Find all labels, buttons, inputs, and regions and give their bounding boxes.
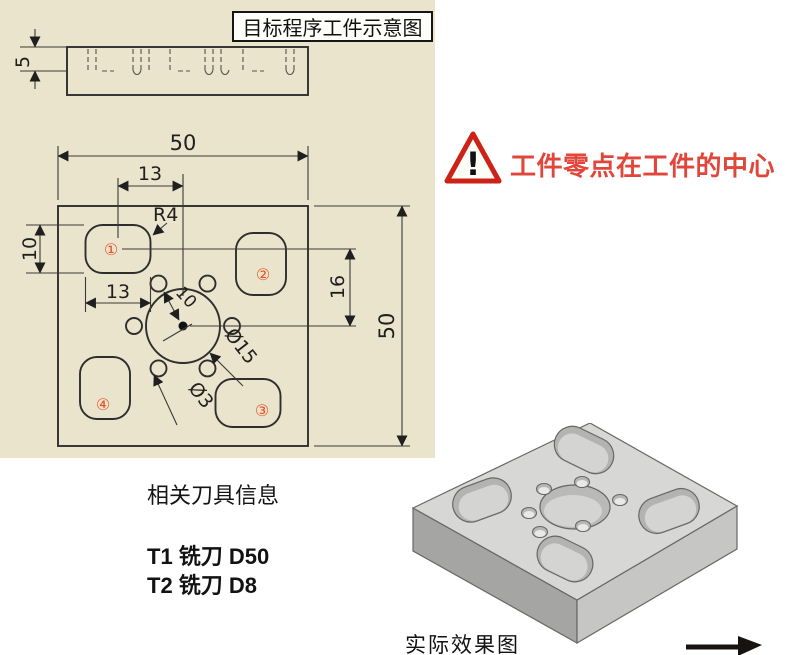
pocket-4 bbox=[79, 356, 131, 420]
pocket-marker-1: ① bbox=[104, 240, 118, 259]
workpiece-drawing-panel: 5 bbox=[0, 0, 435, 458]
dim-depth: 5 bbox=[12, 56, 34, 68]
next-arrow-icon bbox=[686, 636, 762, 655]
iso-pocket-right bbox=[638, 487, 700, 535]
dim-offset-x: 13 bbox=[138, 163, 162, 185]
pocket-3 bbox=[214, 378, 282, 428]
warning-exclamation: ! bbox=[466, 145, 481, 183]
tool-info-heading: 相关刀具信息 bbox=[147, 483, 280, 508]
result-3d-render bbox=[411, 423, 739, 645]
iso-pocket-bottom bbox=[536, 535, 594, 583]
dim-corner-radius: R4 bbox=[153, 204, 178, 226]
front-view: 50 13 10 13 16 50 R4 Ø15 Ø3 10 ① ② ③ ④ bbox=[19, 131, 410, 447]
warning-triangle-icon: ! bbox=[444, 131, 502, 184]
iso-center-pocket bbox=[539, 484, 611, 530]
dim-height-right: 50 bbox=[375, 313, 399, 340]
dim-width-top: 50 bbox=[170, 131, 197, 155]
dim-offset-y: 16 bbox=[327, 275, 349, 299]
warning-text: 工件零点在工件的中心 bbox=[510, 151, 776, 181]
dim-slot-height: 10 bbox=[19, 237, 41, 261]
pocket-marker-3: ③ bbox=[255, 401, 269, 420]
workpiece-drawing: 5 bbox=[12, 29, 410, 447]
dim-hole-diameter: Ø3 bbox=[184, 378, 218, 413]
hidden-lines bbox=[87, 49, 295, 76]
pocket-marker-2: ② bbox=[256, 265, 270, 284]
tool-item-t1: T1 铣刀 D50 bbox=[147, 544, 270, 569]
warning: ! 工件零点在工件的中心 bbox=[443, 129, 786, 189]
render-caption: 实际效果图 bbox=[405, 634, 520, 655]
dim-bolt-radius: 10 bbox=[171, 283, 200, 312]
pocket-2 bbox=[235, 232, 287, 296]
drawing-title: 目标程序工件示意图 bbox=[232, 11, 433, 42]
dim-slot-length: 13 bbox=[106, 281, 130, 303]
iso-pocket-left bbox=[452, 477, 512, 523]
pocket-marker-4: ④ bbox=[96, 395, 110, 414]
side-view: 5 bbox=[12, 29, 309, 96]
iso-bolt-holes bbox=[520, 475, 629, 539]
tool-item-t2: T2 铣刀 D8 bbox=[147, 573, 258, 598]
iso-pocket-top bbox=[553, 425, 615, 475]
